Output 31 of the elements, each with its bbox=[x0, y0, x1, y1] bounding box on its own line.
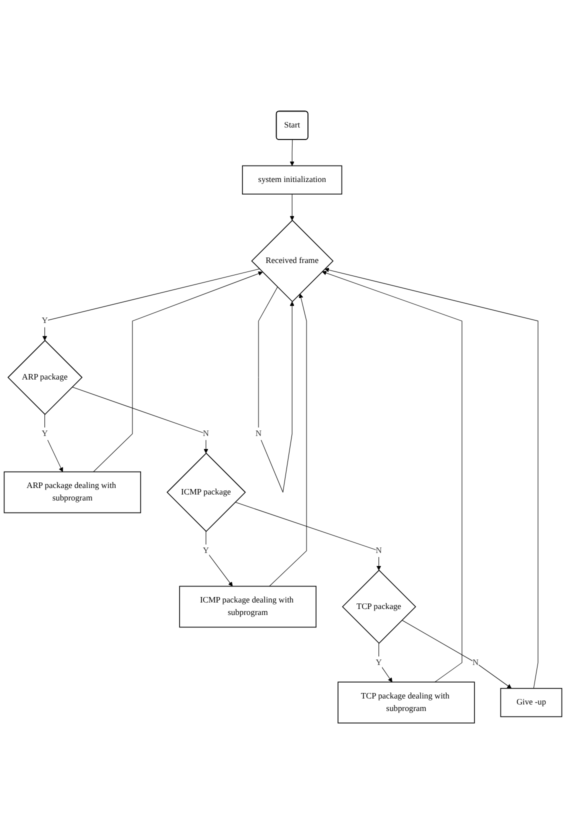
node-box: ICMP package dealing with subprogram bbox=[179, 586, 316, 628]
node-diamond: TCP package bbox=[342, 570, 416, 644]
node-box: ARP package dealing with subprogram bbox=[4, 471, 142, 514]
arrow bbox=[322, 270, 462, 682]
edge-label: Y bbox=[202, 546, 209, 555]
edge-label: N bbox=[255, 428, 262, 438]
arrow bbox=[258, 286, 294, 492]
node-box: TCP package dealing with subprogram bbox=[338, 682, 475, 724]
arrow bbox=[234, 502, 382, 570]
arrow bbox=[378, 642, 392, 682]
edge-label: Y bbox=[376, 658, 382, 667]
arrow bbox=[324, 268, 538, 689]
edge-label: N bbox=[376, 546, 382, 555]
edge-label: Y bbox=[42, 316, 48, 326]
arrow bbox=[290, 139, 294, 166]
edge-label: N bbox=[202, 428, 209, 438]
arrow bbox=[93, 271, 263, 472]
node-diamond: Received frame bbox=[251, 220, 334, 302]
arrow bbox=[269, 293, 307, 586]
arrow bbox=[72, 386, 208, 454]
arrow bbox=[290, 194, 294, 220]
node-diamond: ICMP package bbox=[166, 452, 246, 532]
arrow bbox=[42, 268, 260, 341]
node-box: system initialization bbox=[242, 165, 342, 194]
arrow bbox=[44, 414, 64, 472]
edge-label: N bbox=[472, 658, 479, 667]
arrow bbox=[206, 531, 233, 586]
edge-label: Y bbox=[42, 428, 48, 438]
arrow bbox=[402, 620, 512, 688]
node-box: Give -up bbox=[500, 688, 562, 717]
node-diamond: ARP package bbox=[7, 340, 83, 415]
